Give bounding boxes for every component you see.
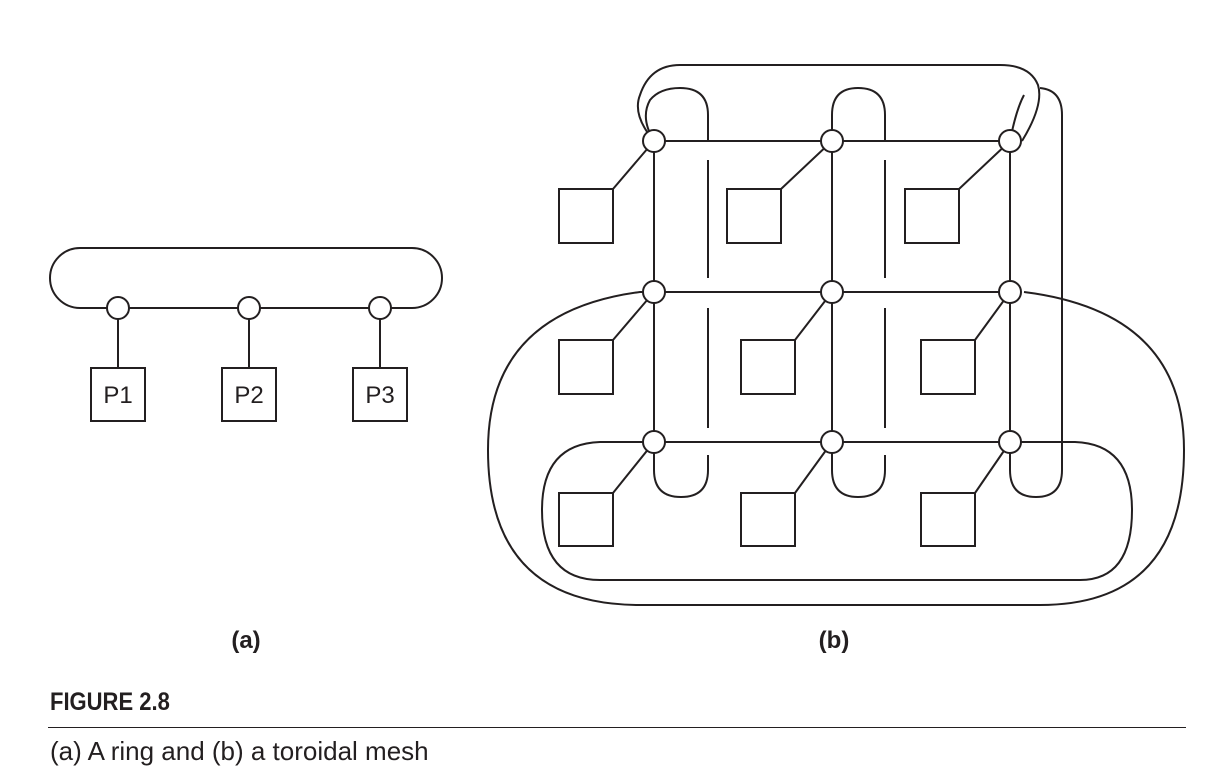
mesh-switch-r1c3 [998, 129, 1022, 153]
mesh-processor-r1c3 [904, 188, 960, 244]
mesh-switch-r3c2 [820, 430, 844, 454]
processor-label-p2: P2 [234, 382, 263, 409]
mesh-wrap-col-2-top [831, 86, 886, 141]
mesh-switch-r3c3 [998, 430, 1022, 454]
panel-b-label: (b) [819, 627, 850, 654]
figure-diagram: P1 P2 P3 (a) [49, 64, 1186, 654]
ring-loop [49, 247, 443, 309]
mesh-processor-r1c1 [558, 188, 614, 244]
ring-diagram: P1 P2 P3 (a) [49, 247, 443, 654]
processor-label-p3: P3 [365, 382, 394, 409]
mesh-switch-r1c1 [642, 129, 666, 153]
mesh-wrap-row-1 [636, 64, 1041, 142]
mesh-switch-r2c2 [820, 280, 844, 304]
mesh-processor-r2c2 [740, 339, 796, 395]
processor-label-p1: P1 [103, 382, 132, 409]
processor-box-p2 [221, 367, 277, 422]
processor-box-p3 [352, 367, 408, 422]
panel-a-label: (a) [231, 627, 260, 654]
mesh-processor-r2c3 [920, 339, 976, 395]
mesh-processor-r1c2 [726, 188, 782, 244]
mesh-processor-r3c2 [740, 492, 796, 547]
ring-switch-1 [106, 296, 130, 320]
toroidal-mesh-diagram: (b) [486, 64, 1186, 654]
mesh-switch-r1c2 [820, 129, 844, 153]
mesh-switch-r2c3 [998, 280, 1022, 304]
ring-switch-3 [368, 296, 392, 320]
figure-number: FIGURE 2.8 [50, 688, 170, 716]
mesh-wrap-col-2-bottom [831, 442, 886, 499]
mesh-processor-r3c1 [558, 492, 614, 547]
mesh-switch-r3c1 [642, 430, 666, 454]
mesh-wrap-row-3 [540, 441, 1134, 581]
mesh-wrap-row-2 [486, 291, 1186, 606]
mesh-switch-r2c1 [642, 280, 666, 304]
mesh-processor-r3c3 [920, 492, 976, 547]
mesh-wrap-col-1-top [644, 86, 709, 142]
caption-divider [48, 727, 1186, 728]
mesh-wrap-col-1-bottom [653, 442, 709, 499]
mesh-processor-r2c1 [558, 339, 614, 395]
ring-switch-2 [237, 296, 261, 320]
processor-box-p1 [90, 367, 146, 422]
mesh-wrap-col-3-outer [1009, 87, 1063, 499]
figure-caption: (a) A ring and (b) a toroidal mesh [50, 736, 429, 766]
